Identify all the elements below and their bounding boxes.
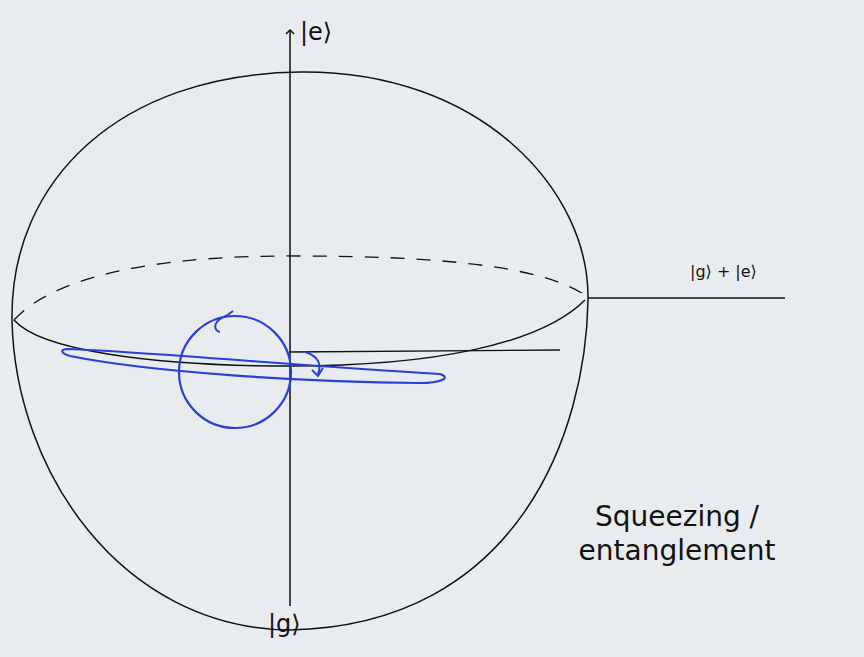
ground-state-label: |g⟩ — [268, 610, 301, 639]
sphere-outline — [12, 72, 588, 630]
excited-state-label: |e⟩ — [300, 18, 332, 47]
squeezed-ellipse — [62, 349, 445, 383]
equator-front — [14, 300, 585, 366]
rotation-mark — [215, 311, 233, 332]
coherent-circle — [179, 316, 291, 428]
x-axis-inner — [290, 350, 560, 352]
twist-arrow — [305, 352, 323, 376]
superposition-label: |g⟩ + |e⟩ — [690, 262, 757, 281]
squeezing-label: Squeezing / entanglement — [572, 500, 782, 567]
equator-back — [14, 256, 585, 320]
x-axis-outer — [588, 297, 785, 298]
z-axis — [289, 30, 291, 606]
